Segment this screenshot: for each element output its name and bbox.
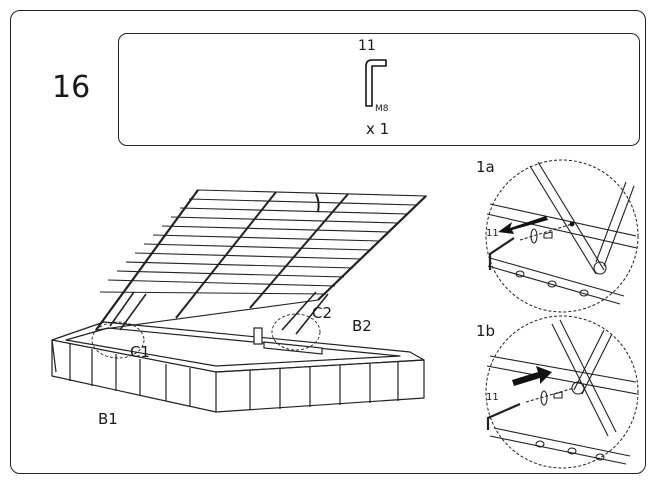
label-tool-1a: 11 bbox=[486, 228, 499, 239]
label-detail-1b: 1b bbox=[476, 322, 496, 340]
arrow-right-icon bbox=[512, 366, 552, 386]
part-quantity: x 1 bbox=[366, 120, 390, 138]
detail-1a bbox=[485, 159, 639, 313]
detail-1b bbox=[485, 315, 639, 469]
label-detail-1a: 1a bbox=[476, 158, 495, 176]
allen-key-icon bbox=[365, 59, 387, 107]
label-b1: B1 bbox=[98, 410, 118, 428]
part-size: M8 bbox=[375, 104, 389, 114]
parts-box bbox=[118, 33, 640, 146]
page-frame bbox=[10, 10, 646, 474]
label-c2: C2 bbox=[312, 304, 333, 322]
label-c1: C1 bbox=[130, 343, 151, 361]
label-b2: B2 bbox=[352, 317, 372, 335]
bed-base bbox=[51, 321, 425, 413]
arrow-left-icon bbox=[498, 216, 548, 234]
callout-circles bbox=[91, 313, 321, 359]
mechanism-bracket bbox=[253, 327, 323, 355]
gas-lift-struts bbox=[109, 291, 329, 335]
step-number: 16 bbox=[52, 70, 91, 105]
label-tool-1b: 11 bbox=[486, 392, 499, 403]
part-id: 11 bbox=[358, 38, 376, 54]
slatted-top bbox=[94, 189, 428, 331]
